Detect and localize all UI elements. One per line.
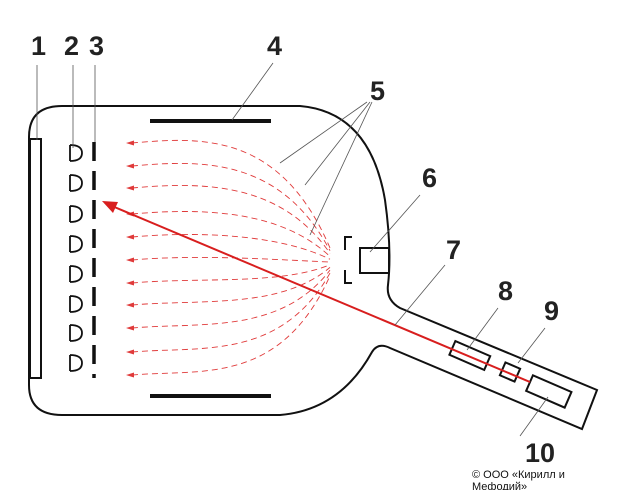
photo-cell xyxy=(69,354,83,372)
field-line xyxy=(131,211,331,257)
field-line xyxy=(131,269,331,329)
field-arrowhead xyxy=(126,163,134,169)
field-arrowhead xyxy=(126,372,134,378)
photo-cell xyxy=(69,324,83,342)
box-10 xyxy=(524,373,573,409)
label-9: 9 xyxy=(544,296,559,326)
photo-cell xyxy=(69,235,83,253)
bulb-outline xyxy=(28,105,599,431)
photo-cell xyxy=(69,144,83,162)
field-lines xyxy=(126,139,331,378)
beam-arrowhead xyxy=(102,201,118,213)
field-arrowhead xyxy=(126,349,134,355)
box-9 xyxy=(498,361,522,383)
field-line xyxy=(131,163,331,251)
photo-cell xyxy=(69,174,83,192)
field-line xyxy=(131,267,331,306)
photo-cells xyxy=(69,144,83,372)
electron-beam xyxy=(111,205,531,383)
label-1: 1 xyxy=(31,31,46,61)
leader-lines xyxy=(36,62,549,437)
label-7: 7 xyxy=(446,235,461,265)
field-line xyxy=(131,272,331,353)
label-5: 5 xyxy=(370,76,385,106)
anode-bracket xyxy=(344,236,352,284)
field-line xyxy=(131,256,331,263)
field-arrowhead xyxy=(126,185,134,191)
field-arrowhead xyxy=(126,302,134,308)
photo-cell xyxy=(69,205,83,223)
screen-plate xyxy=(29,138,42,379)
field-line xyxy=(131,139,331,249)
field-line xyxy=(131,234,331,260)
field-arrowhead xyxy=(126,325,134,331)
label-8: 8 xyxy=(498,276,513,306)
field-arrowhead xyxy=(126,280,134,286)
field-arrowhead xyxy=(126,234,134,240)
box-8 xyxy=(448,339,492,372)
label-3: 3 xyxy=(89,31,104,61)
label-6: 6 xyxy=(422,163,437,193)
label-4: 4 xyxy=(267,31,282,61)
photo-cell xyxy=(69,295,83,313)
copyright: © ООО «Кирилл и Мефодий» xyxy=(472,469,565,490)
photo-cell xyxy=(69,265,83,283)
electron-gun-box xyxy=(359,247,390,274)
field-line xyxy=(131,264,331,284)
label-10: 10 xyxy=(525,438,555,468)
label-2: 2 xyxy=(64,31,79,61)
field-line xyxy=(131,275,331,376)
field-arrowhead xyxy=(126,257,134,263)
field-arrowhead xyxy=(126,140,134,146)
